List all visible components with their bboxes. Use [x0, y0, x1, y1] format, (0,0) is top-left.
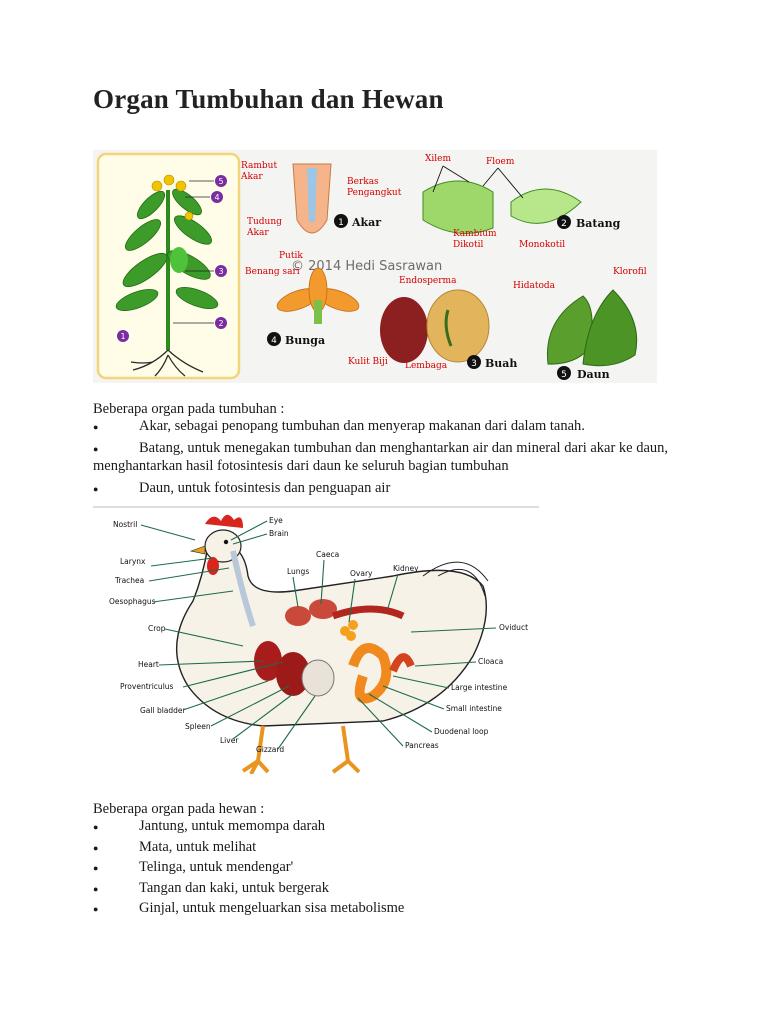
callout-4: 4 — [214, 193, 219, 202]
label-large-intestine: Large intestine — [451, 683, 508, 692]
svg-text:1: 1 — [338, 218, 344, 228]
label-liver: Liver — [220, 736, 239, 745]
part-batang: Batang — [576, 217, 621, 230]
label-nostril: Nostril — [113, 520, 137, 529]
bullet-icon: ● — [93, 484, 99, 494]
part-bunga: Bunga — [285, 334, 325, 347]
label-monokotil: Monokotil — [519, 240, 565, 250]
label-benang-sari: Benang sari — [245, 267, 300, 277]
label-tudung: Tudung — [247, 217, 282, 227]
list-item: ●Jantung, untuk memompa darah — [93, 818, 326, 834]
bullet-icon: ● — [93, 904, 99, 914]
label-lembaga: Lembaga — [405, 361, 448, 371]
label-lungs: Lungs — [287, 567, 309, 576]
plant-organs-figure: 5 4 3 2 1 Rambut Akar Berkas Pengangkut … — [93, 150, 657, 383]
label-putik: Putik — [279, 251, 303, 261]
animal-intro: Beberapa organ pada hewan : — [93, 801, 265, 817]
label-gizzard: Gizzard — [256, 745, 284, 754]
label-proventriculus: Proventriculus — [120, 682, 174, 691]
list-item: ●Mata, untuk melihat — [93, 838, 257, 855]
page-title: Organ Tumbuhan dan Hewan — [93, 84, 444, 114]
watermark: © 2014 Hedi Sasrawan — [291, 259, 442, 274]
plant-intro: Beberapa organ pada tumbuhan : — [93, 401, 285, 417]
part-akar: Akar — [351, 216, 381, 229]
bullet-icon: ● — [93, 863, 99, 873]
label-pengangkut: Pengangkut — [347, 188, 402, 198]
list-item: ●Tangan dan kaki, untuk bergerak — [93, 879, 329, 896]
svg-text:4: 4 — [271, 336, 277, 346]
label-cloaca: Cloaca — [478, 657, 503, 666]
label-kidney: Kidney — [393, 564, 419, 573]
bullet-icon: ● — [93, 883, 99, 894]
label-small-intestine: Small intestine — [446, 704, 502, 713]
label-akar-rambut: Akar — [240, 172, 263, 182]
list-item: ●Akar, sebagai penopang tumbuhan dan men… — [93, 418, 585, 434]
svg-text:5: 5 — [561, 370, 567, 380]
list-item: ●Batang, untuk menegakan tumbuhan dan me… — [93, 440, 669, 474]
label-duodenal-loop: Duodenal loop — [434, 727, 489, 736]
label-endosperma: Endosperma — [399, 276, 457, 286]
part-daun: Daun — [577, 368, 610, 381]
label-akar-tudung: Akar — [246, 228, 269, 238]
callout-1: 1 — [120, 332, 125, 341]
label-oesophagus: Oesophagus — [109, 597, 156, 606]
label-klorofil: Klorofil — [613, 267, 647, 277]
list-item: ●Telinga, untuk mendengar' — [93, 859, 294, 875]
animal-organ-list: ●Jantung, untuk memompa darah ●Mata, unt… — [93, 817, 683, 920]
label-caeca: Caeca — [316, 550, 339, 559]
list-item: ●Daun, untuk fotosintesis dan penguapan … — [93, 480, 391, 496]
label-berkas: Berkas — [347, 177, 379, 187]
label-rambut: Rambut — [241, 161, 277, 171]
bullet-icon: ● — [93, 422, 99, 432]
label-brain: Brain — [269, 529, 289, 538]
label-xilem: Xilem — [425, 154, 451, 164]
bullet-icon: ● — [93, 822, 99, 832]
label-kulit-biji: Kulit Biji — [348, 357, 388, 367]
label-spleen: Spleen — [185, 722, 211, 731]
callout-2: 2 — [218, 319, 223, 328]
label-dikotil: Dikotil — [453, 240, 483, 250]
label-ovary: Ovary — [350, 569, 373, 578]
plant-organ-list: ●Akar, sebagai penopang tumbuhan dan men… — [93, 417, 683, 497]
bullet-icon: ● — [93, 444, 99, 454]
svg-text:2: 2 — [561, 219, 567, 229]
label-hidatoda: Hidatoda — [513, 281, 556, 291]
label-gall-bladder: Gall bladder — [140, 706, 187, 715]
label-floem: Floem — [486, 157, 515, 167]
label-oviduct: Oviduct — [499, 623, 528, 632]
chicken-anatomy-figure: Nostril Eye Brain Larynx Trachea Oesopha… — [93, 506, 539, 774]
svg-text:3: 3 — [471, 359, 477, 369]
label-eye: Eye — [269, 516, 283, 525]
label-trachea: Trachea — [114, 576, 144, 585]
part-buah: Buah — [485, 357, 517, 370]
list-item: ●Ginjal, untuk mengeluarkan sisa metabol… — [93, 900, 405, 916]
callout-5: 5 — [218, 177, 223, 186]
label-larynx: Larynx — [120, 557, 146, 566]
bullet-icon: ● — [93, 842, 99, 853]
label-crop: Crop — [148, 624, 166, 633]
label-heart: Heart — [138, 660, 159, 669]
label-kambium: Kambium — [453, 229, 497, 239]
label-pancreas: Pancreas — [405, 741, 439, 750]
callout-3: 3 — [218, 267, 223, 276]
